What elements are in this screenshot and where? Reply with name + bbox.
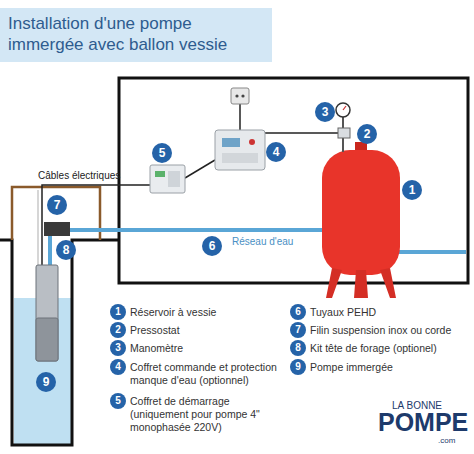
- legend-text: Pressostat: [130, 324, 288, 337]
- cable-label: Câbles électriques: [38, 170, 120, 181]
- well-head-kit: [44, 222, 70, 236]
- tank-legs: [326, 268, 396, 298]
- pump-motor: [36, 318, 58, 361]
- callout-number: 6: [290, 304, 306, 320]
- well-housing: [12, 187, 100, 240]
- callout-number: 2: [110, 322, 126, 338]
- callout-number: 5: [152, 143, 172, 163]
- water-pipe: [50, 230, 361, 272]
- callout-number: 2: [357, 124, 377, 144]
- callout-number: 8: [56, 240, 76, 260]
- callout-number: 1: [110, 304, 126, 320]
- callout-number: 1: [402, 180, 422, 200]
- logo-main: POMPE: [378, 409, 468, 437]
- legend-text: Coffret de démarrage (uniquement pour po…: [130, 395, 288, 434]
- title-band: [0, 8, 272, 62]
- electric-cable: [42, 185, 150, 266]
- callout-number: 6: [202, 236, 222, 256]
- control-display: [222, 138, 240, 147]
- well-water: [14, 298, 71, 444]
- callout-number: 3: [110, 340, 126, 356]
- callout-number: 5: [110, 393, 126, 409]
- callout-number: 9: [36, 372, 56, 392]
- power-outlet: [231, 88, 249, 104]
- bladder-tank: [322, 150, 400, 275]
- callout-number: 4: [110, 359, 126, 375]
- legend-text: Manomètre: [130, 342, 288, 355]
- pressure-switch: [338, 128, 350, 138]
- suspension-rope: [37, 190, 39, 266]
- legend-text: Kit tête de forage (optionel): [310, 342, 468, 355]
- pressure-gauge: [336, 103, 350, 117]
- submersible-pump: [36, 265, 58, 361]
- control-box: [215, 130, 265, 170]
- network-label: Réseau d'eau: [232, 236, 293, 247]
- title: Installation d'une pompe immergée avec b…: [8, 13, 264, 55]
- power-wire: [239, 104, 241, 130]
- legend-text: Tuyaux PEHD: [310, 306, 468, 319]
- legend-text: Réservoir à vessie: [130, 306, 288, 319]
- callout-number: 7: [290, 322, 306, 338]
- legend-text: Pompe immergée: [310, 361, 468, 374]
- callout-number: 8: [290, 340, 306, 356]
- callout-number: 7: [47, 195, 67, 215]
- starter-wire: [185, 160, 215, 178]
- pressure-switch-wire: [265, 132, 338, 134]
- callout-number: 3: [315, 102, 335, 122]
- starter-box: [150, 165, 185, 193]
- logo-domain: .com: [438, 437, 455, 446]
- callout-number: 9: [290, 359, 306, 375]
- legend-text: Coffret commande et protection manque d'…: [130, 361, 288, 387]
- house-outline: [119, 78, 468, 283]
- legend-text: Filin suspension inox ou corde: [310, 324, 468, 337]
- well-ground: [0, 240, 119, 445]
- callout-number: 4: [266, 142, 286, 162]
